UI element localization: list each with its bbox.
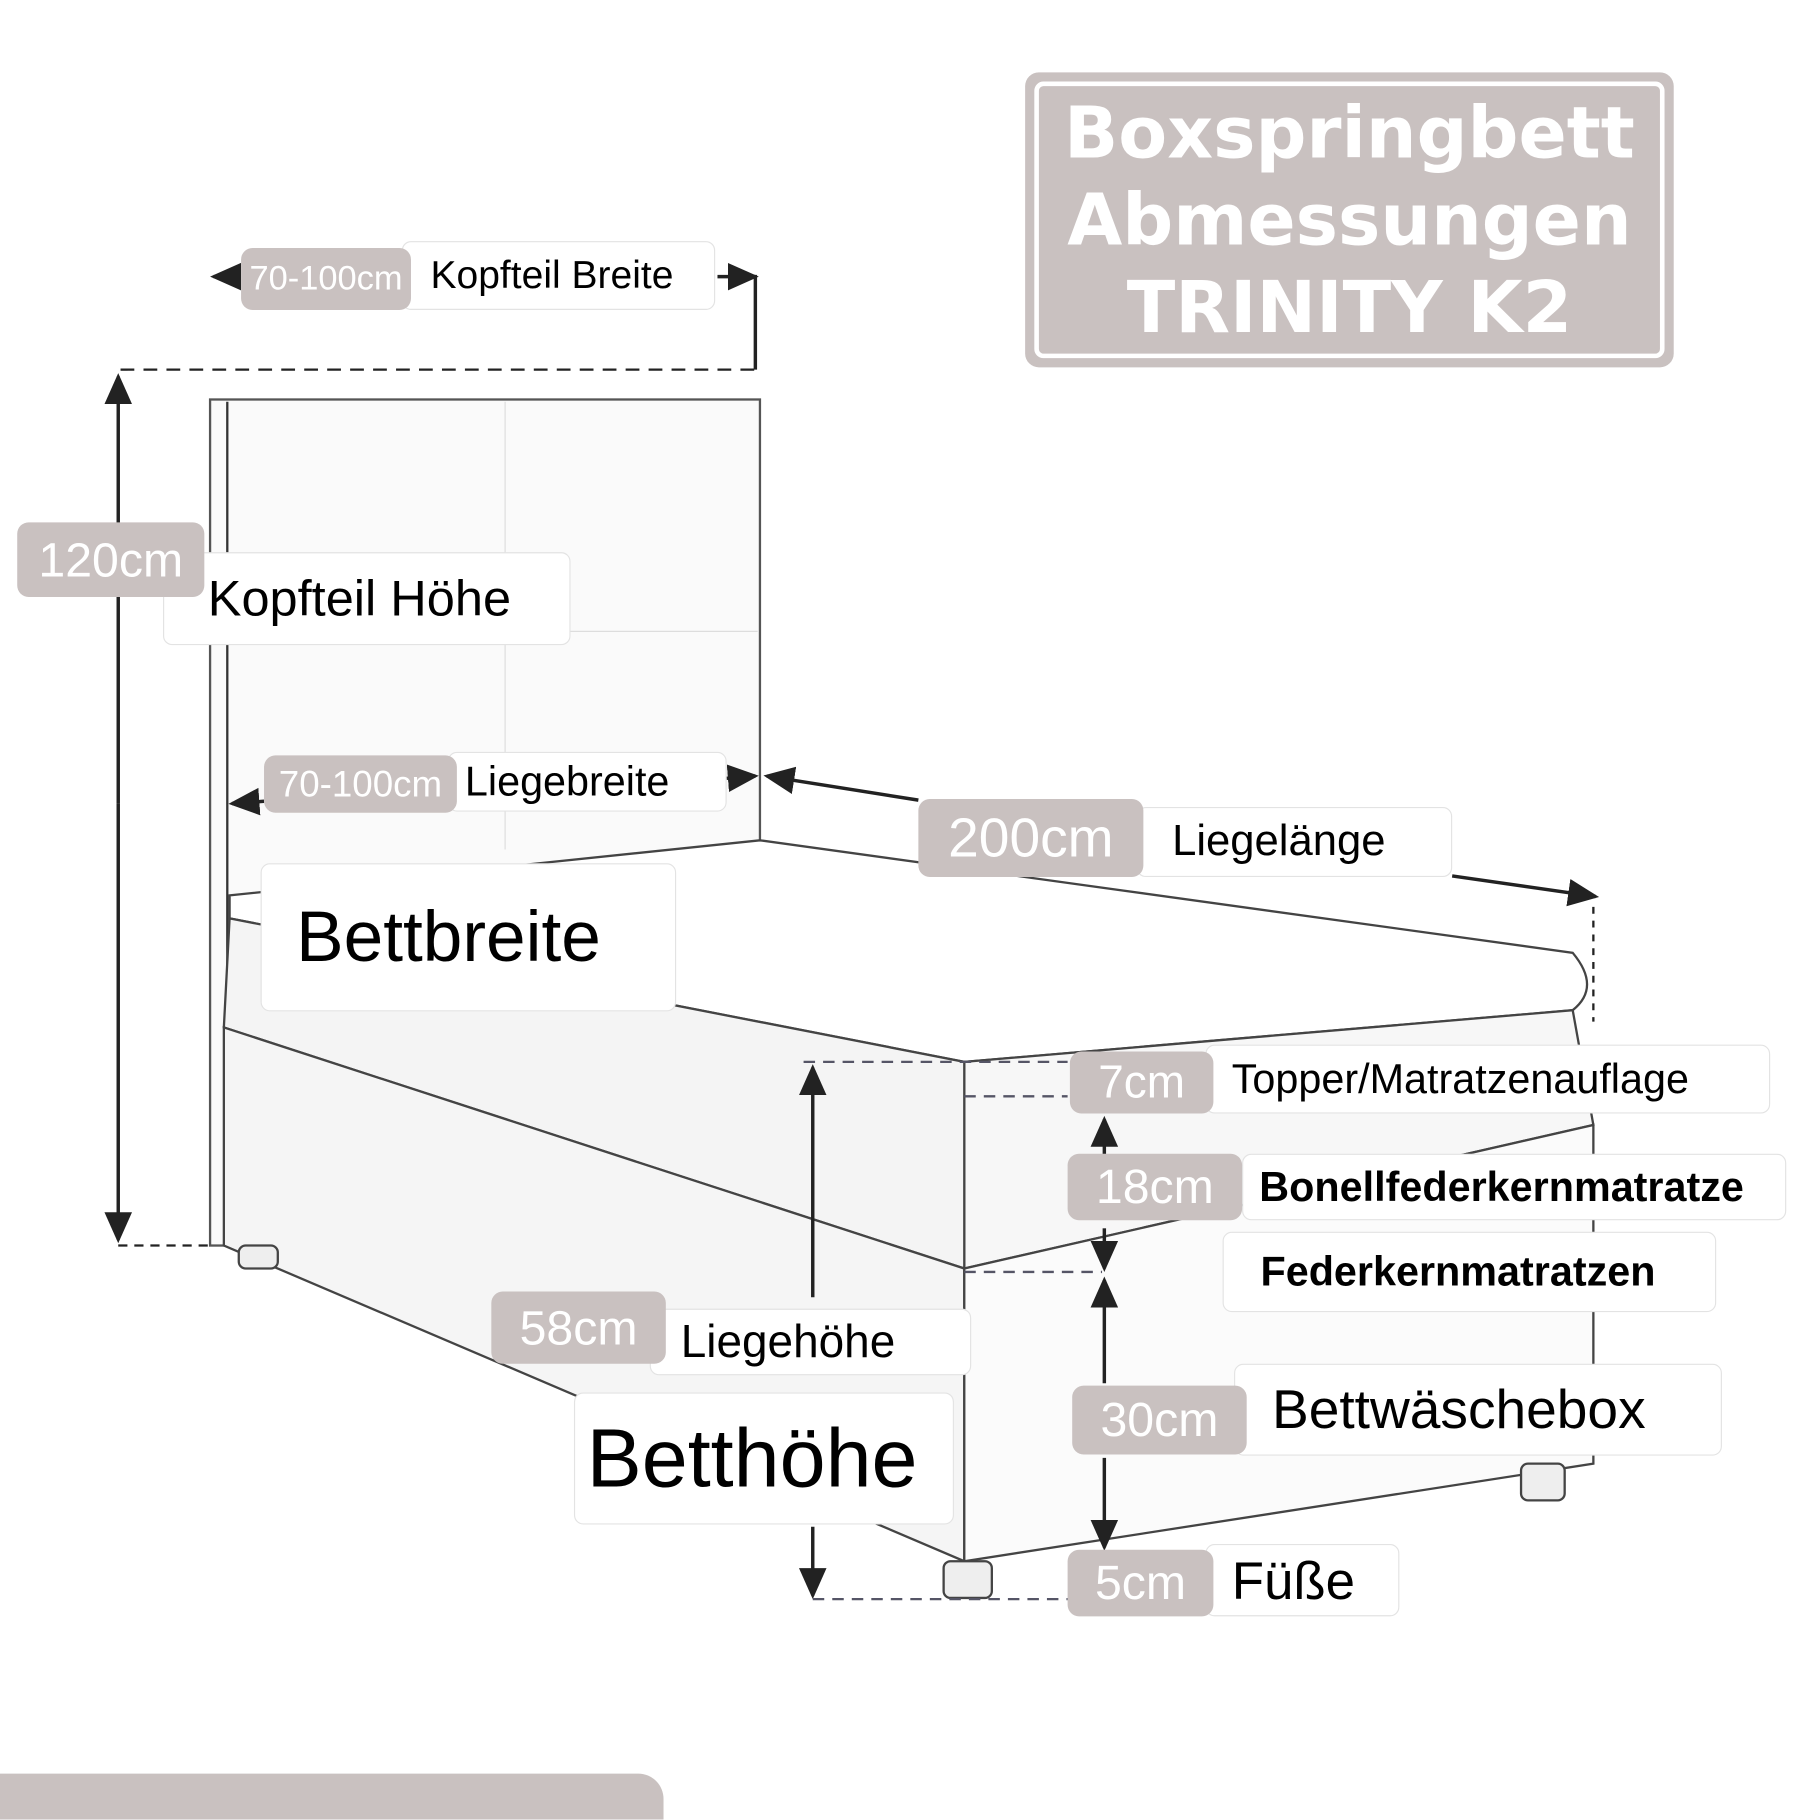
title-line-2: Abmessungen bbox=[1067, 177, 1632, 262]
betthoehe-label: Betthöhe bbox=[573, 1392, 954, 1525]
matratze-label: Bonellfederkernmatratze bbox=[1242, 1153, 1787, 1221]
kopfteil-hoehe-label: Kopfteil Höhe bbox=[163, 552, 571, 646]
kopfteil-breite-value: 70-100cm bbox=[241, 247, 411, 310]
bettbreite-label: Bettbreite bbox=[260, 863, 677, 1012]
federkern-label: Federkernmatratzen bbox=[1222, 1231, 1717, 1313]
fuesse-value: 5cm bbox=[1067, 1549, 1214, 1617]
box-label: Bettwäschebox bbox=[1234, 1363, 1722, 1456]
topper-value: 7cm bbox=[1069, 1051, 1214, 1114]
liegebreite-label: Liegebreite bbox=[447, 751, 727, 812]
liegebreite-value: 70-100cm bbox=[264, 755, 457, 813]
kopfteil-breite-label: Kopfteil Breite bbox=[401, 241, 716, 310]
liegehoehe-value: 58cm bbox=[491, 1291, 666, 1364]
bottom-bar bbox=[0, 1773, 664, 1820]
liegelaenge-label: Liegelänge bbox=[1136, 807, 1453, 878]
liegelaenge-value: 200cm bbox=[918, 798, 1144, 878]
title-line-3: TRINITY K2 bbox=[1126, 264, 1573, 349]
liegehoehe-label: Liegehöhe bbox=[649, 1308, 972, 1376]
kopfteil-hoehe-value: 120cm bbox=[17, 522, 205, 597]
title-box: Boxspringbett Abmessungen TRINITY K2 bbox=[1025, 72, 1674, 368]
title-line-1: Boxspringbett bbox=[1064, 90, 1635, 174]
matratze-value: 18cm bbox=[1067, 1153, 1243, 1221]
fuesse-label: Füße bbox=[1205, 1544, 1400, 1617]
box-value: 30cm bbox=[1072, 1385, 1247, 1455]
topper-label: Topper/Matratzenauflage bbox=[1205, 1044, 1771, 1114]
